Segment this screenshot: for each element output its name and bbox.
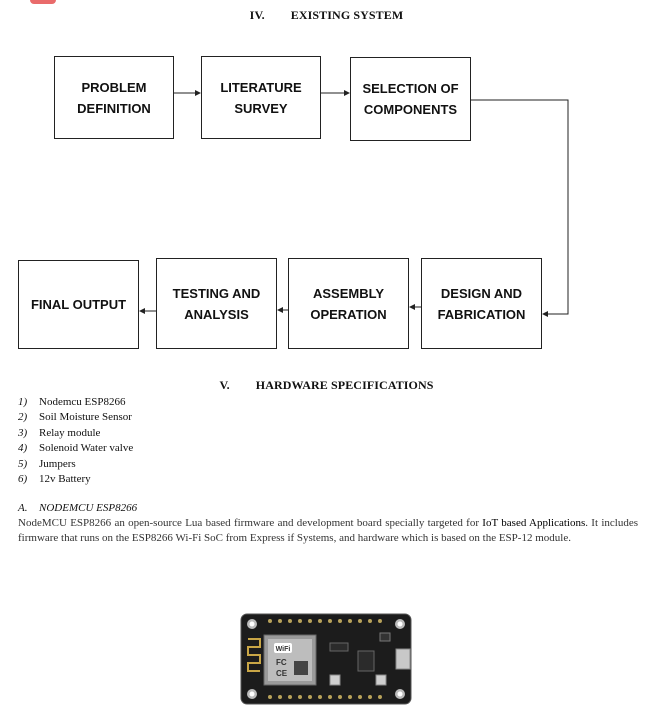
flow-box-testing-and-analysis: TESTING AND ANALYSIS — [156, 258, 277, 349]
arrowhead — [277, 307, 283, 313]
section-number: V. — [219, 378, 230, 392]
flow-box-selection-of-components: SELECTION OF COMPONENTS — [350, 57, 471, 141]
list-text: Jumpers — [39, 457, 76, 470]
section-title: EXISTING SYSTEM — [290, 8, 404, 22]
arrowhead — [195, 90, 201, 96]
subsection-heading: A. NODEMCU ESP8266 — [18, 502, 137, 514]
list-text: Nodemcu ESP8266 — [39, 396, 126, 408]
hardware-list: 1) Nodemcu ESP8266 2) Soil Moisture Sensor… — [18, 395, 133, 487]
list-number: 4) — [18, 442, 28, 455]
subsection-letter: A. — [18, 502, 28, 514]
subsection-title: NODEMCU ESP8266 — [39, 502, 138, 514]
body-paragraph: NodeMCU ESP8266 an open-source Lua based… — [18, 516, 638, 547]
paragraph-highlight: IoT based Applications — [482, 517, 586, 529]
section-title: HARDWARE SPECIFICATIONS — [255, 378, 434, 392]
list-item: 3) Relay module — [18, 426, 133, 441]
flow-box-assembly-operation: ASSEMBLY OPERATION — [288, 258, 409, 349]
flow-box-literature-survey: LITERATURE SURVEY — [201, 56, 321, 139]
svg-text:FC: FC — [276, 658, 287, 667]
flow-arrows — [139, 90, 569, 317]
list-item: 2) Soil Moisture Sensor — [18, 410, 133, 425]
section-number: IV. — [249, 8, 265, 22]
svg-text:CE: CE — [276, 669, 288, 678]
list-item: 1) Nodemcu ESP8266 — [18, 395, 133, 410]
list-number: 6) — [18, 473, 28, 486]
arrowhead — [409, 304, 415, 310]
section-heading-hardware-specifications: V. HARDWARE SPECIFICATIONS — [0, 378, 653, 393]
list-number: 2) — [18, 411, 28, 424]
list-number: 1) — [18, 396, 28, 408]
arrowhead — [139, 308, 145, 314]
list-item: 6) 12v Battery — [18, 472, 133, 487]
section-heading-existing-system: IV. EXISTING SYSTEM — [0, 8, 653, 23]
list-text: Soil Moisture Sensor — [39, 411, 132, 424]
logo-fragment — [30, 0, 56, 4]
list-item: 4) Solenoid Water valve — [18, 441, 133, 456]
flow-box-problem-definition: PROBLEM DEFINITION — [54, 56, 174, 139]
arrowhead — [542, 311, 548, 317]
list-text: 12v Battery — [39, 473, 91, 486]
list-number: 3) — [18, 426, 28, 439]
paragraph-text: NodeMCU ESP8266 an open-source Lua based… — [18, 517, 483, 529]
flow-box-design-and-fabrication: DESIGN AND FABRICATION — [421, 258, 542, 349]
arrow-selection-to-design — [471, 99, 569, 315]
flow-box-final-output: FINAL OUTPUT — [18, 260, 139, 349]
paragraph-text: . It includes firmware that runs on the … — [18, 517, 638, 545]
svg-text:WiFi: WiFi — [276, 646, 291, 653]
list-number: 5) — [18, 457, 28, 470]
list-text: Relay module — [39, 426, 101, 439]
list-item: 5) Jumpers — [18, 457, 133, 472]
nodemcu-board-image: WiFi FC CE — [240, 613, 412, 705]
list-text: Solenoid Water valve — [39, 442, 134, 455]
arrowhead — [344, 90, 350, 96]
